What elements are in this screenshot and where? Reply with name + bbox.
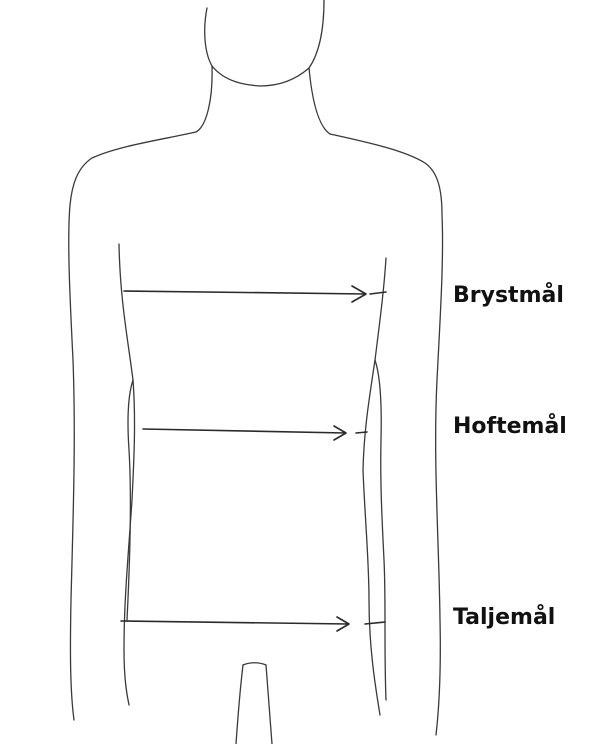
- chest-arrow: [124, 286, 386, 302]
- neck-left-outline: [205, 8, 260, 86]
- neck-right-edge: [309, 68, 330, 134]
- torso-outline: [69, 0, 443, 744]
- hip-arrow: [143, 426, 367, 440]
- neck-right-outline: [260, 0, 324, 86]
- waist-arrow: [121, 617, 385, 631]
- hip-measurement-label: Hoftemål: [453, 414, 567, 439]
- right-leg-line: [266, 665, 272, 744]
- chest-measurement-label: Brystmål: [453, 283, 564, 308]
- right-torso-line: [363, 258, 386, 715]
- measurement-arrows: [121, 286, 386, 631]
- neck-left-edge: [196, 66, 212, 132]
- crotch-line: [243, 663, 266, 665]
- left-shoulder-arm-outline: [69, 132, 196, 720]
- right-shoulder-arm-outline: [330, 134, 443, 735]
- left-torso-line: [119, 244, 135, 705]
- left-leg-line: [236, 665, 243, 744]
- waist-measurement-label: Taljemål: [453, 605, 555, 630]
- right-inner-arm-line: [375, 360, 386, 700]
